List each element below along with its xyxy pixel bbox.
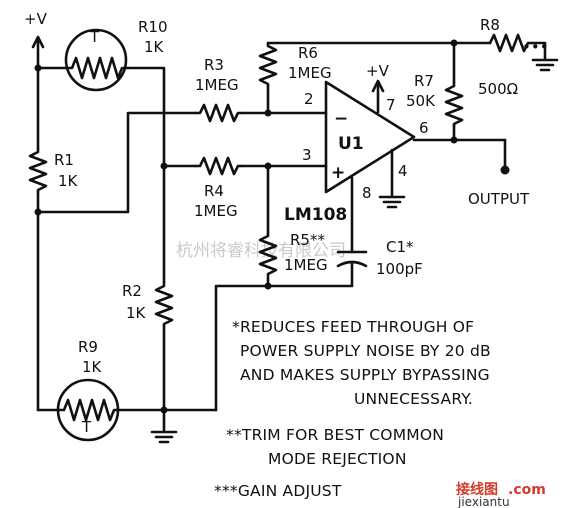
opamp-plus: +	[331, 163, 345, 183]
resistor-r2	[154, 280, 174, 328]
r3-value: 1MEG	[195, 76, 239, 94]
supply-right-arrow	[371, 79, 385, 114]
r3-name: R3	[204, 56, 224, 74]
pin2-label: 2	[304, 90, 314, 108]
junction-dot	[160, 162, 168, 170]
r6-name: R6	[298, 44, 318, 62]
r10-value: 1K	[144, 38, 165, 56]
r4-name: R4	[204, 182, 224, 200]
r9-symbol: T	[81, 418, 92, 436]
r8-value: 500Ω	[478, 80, 518, 98]
corner-watermark-cn: 接线图	[456, 481, 498, 498]
r9-name: R9	[78, 338, 98, 356]
r4-value: 1MEG	[194, 202, 238, 220]
note-2-line-2: MODE REJECTION	[268, 450, 407, 468]
junction-dot	[160, 406, 168, 414]
thermistor-r10	[64, 28, 130, 92]
r7-name: R7	[414, 72, 434, 90]
resistor-r1	[28, 146, 48, 194]
c1-value: 100pF	[376, 260, 423, 278]
opamp-u1	[324, 80, 416, 194]
resistor-r7	[444, 80, 464, 128]
pin7-label: 7	[386, 96, 396, 114]
supply-left-label: +V	[24, 10, 48, 28]
note-1-line-3: AND MAKES SUPPLY BYPASSING	[240, 366, 490, 384]
r1-value: 1K	[58, 172, 79, 190]
r9-value: 1K	[82, 358, 103, 376]
note-1-line-1: *REDUCES FEED THROUGH OF	[232, 318, 474, 336]
supply-right-label: +V	[366, 62, 390, 80]
corner-watermark-com: .com	[508, 482, 546, 498]
r7-value: 50K	[406, 92, 436, 110]
pin6-label: 6	[419, 119, 429, 137]
note-3-line-1: ***GAIN ADJUST	[214, 482, 342, 500]
output-terminal	[500, 165, 510, 175]
note-1-line-2: POWER SUPPLY NOISE BY 20 dB	[240, 342, 491, 360]
r6-value: 1MEG	[288, 64, 332, 82]
resistor-r4	[194, 156, 244, 176]
wire	[530, 41, 547, 60]
r2-value: 1K	[126, 304, 147, 322]
c1-name: C1*	[386, 238, 414, 256]
u1-name: U1	[338, 134, 364, 154]
pin3-label: 3	[302, 146, 312, 164]
r10-name: R10	[138, 18, 168, 36]
u1-part: LM108	[284, 205, 347, 225]
r5-name: R5**	[290, 231, 325, 249]
corner-watermark-domain: jiexiantu	[457, 495, 510, 508]
wire	[36, 111, 198, 214]
supply-left-arrow	[31, 35, 45, 70]
r1-name: R1	[54, 151, 74, 169]
wire	[214, 260, 354, 412]
note-2-line-1: **TRIM FOR BEST COMMON	[226, 426, 444, 444]
r8-name: R8	[480, 16, 500, 34]
ground-symbol	[531, 58, 559, 72]
note-1-line-4: UNNECESSARY.	[354, 390, 473, 408]
resistor-r8	[488, 33, 534, 53]
ground-symbol	[378, 195, 406, 209]
resistor-r6	[258, 41, 278, 88]
opamp-minus: −	[334, 109, 348, 129]
pin8-label: 8	[362, 184, 372, 202]
r2-name: R2	[122, 282, 142, 300]
output-label: OUTPUT	[468, 190, 530, 208]
pin4-label: 4	[398, 162, 408, 180]
wire	[126, 66, 166, 284]
r10-symbol: T	[89, 28, 100, 46]
resistor-r5	[258, 232, 278, 288]
r5-value: 1MEG	[284, 256, 328, 274]
resistor-r3	[194, 103, 244, 123]
ground-symbol	[150, 430, 178, 444]
